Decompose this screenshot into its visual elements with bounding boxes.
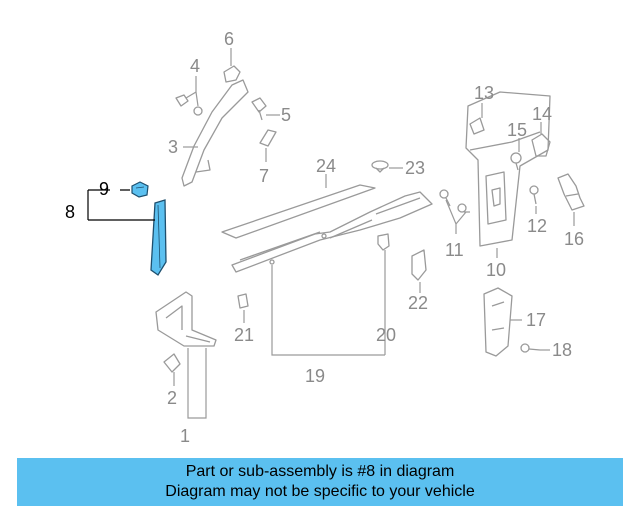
callout-2[interactable]: 2 (167, 388, 177, 408)
part-2-clip (163, 353, 181, 373)
parts-diagram: 8 9 3 4 6 5 7 24 19 (65, 29, 585, 446)
callout-15[interactable]: 15 (507, 120, 527, 140)
leader-8-9 (87, 189, 155, 221)
callout-5[interactable]: 5 (281, 105, 291, 125)
part-9-clip[interactable] (131, 181, 149, 198)
callout-11[interactable]: 11 (445, 240, 464, 260)
banner-line-2: Diagram may not be specific to your vehi… (165, 483, 475, 500)
part-24-scuff-plate (221, 184, 376, 239)
callout-1[interactable]: 1 (180, 426, 190, 446)
callout-8[interactable]: 8 (65, 202, 75, 222)
part-3-pillar-trim (181, 79, 249, 187)
part-13-clip (469, 117, 485, 135)
callout-13[interactable]: 13 (474, 83, 494, 103)
part-14-handle (531, 133, 551, 157)
callout-4[interactable]: 4 (190, 56, 200, 76)
part-17-lower-trim (483, 287, 513, 357)
part-20-clip (377, 233, 390, 251)
part-7-plug (259, 129, 277, 147)
part-21-clip (237, 293, 249, 309)
part-23-clip (371, 160, 389, 173)
callout-22[interactable]: 22 (408, 293, 428, 313)
part-22-trim-piece (411, 249, 427, 281)
part-11-bolts (439, 189, 470, 213)
callout-19[interactable]: 19 (305, 366, 325, 386)
part-8-pillar-trim[interactable] (150, 199, 167, 276)
part-12-bolt (529, 185, 539, 205)
callout-7[interactable]: 7 (259, 166, 269, 186)
callout-10[interactable]: 10 (486, 260, 506, 280)
part-18-screw (520, 343, 541, 353)
part-10-b-pillar-trim (465, 91, 551, 247)
part-5-screw (251, 97, 267, 121)
callout-24[interactable]: 24 (316, 156, 336, 176)
callout-12[interactable]: 12 (527, 216, 547, 236)
callout-9[interactable]: 9 (99, 179, 109, 199)
callout-18[interactable]: 18 (552, 340, 572, 360)
part-15-bolt (510, 152, 522, 171)
callout-3[interactable]: 3 (168, 137, 178, 157)
part-1-kick-panel (155, 291, 217, 347)
callout-17[interactable]: 17 (526, 310, 546, 330)
part-6-bracket (223, 65, 241, 83)
info-banner: Part or sub-assembly is #8 in diagram Di… (17, 458, 623, 506)
callout-21[interactable]: 21 (234, 325, 254, 345)
callout-6[interactable]: 6 (224, 29, 234, 49)
part-4-clips (175, 94, 203, 116)
callout-20[interactable]: 20 (376, 325, 396, 345)
part-19-sill-trim (231, 191, 433, 273)
callout-23[interactable]: 23 (405, 158, 425, 178)
callout-16[interactable]: 16 (564, 229, 584, 249)
callout-14[interactable]: 14 (532, 104, 552, 124)
part-16-handle (557, 173, 585, 211)
banner-line-1: Part or sub-assembly is #8 in diagram (185, 463, 455, 480)
